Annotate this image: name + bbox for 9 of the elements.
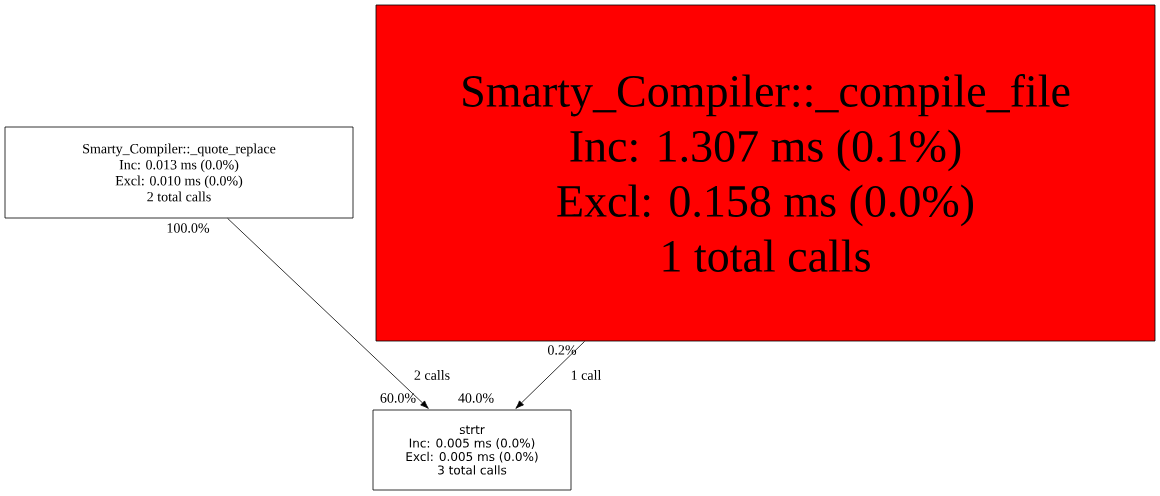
arrow [515,341,585,409]
edge-label: 1 call [569,369,603,381]
percent-label: 60.0% [380,393,416,403]
arrow [227,218,429,409]
function-box: Smarty_Compiler::_quote_replace Inc: 0.013 ms (0.0%) Excl: 0.010 ms (0.0%) 2 total calls [4,126,354,219]
edge-label: 2 calls [412,369,452,381]
function-box: Smarty_Compiler::_compile_file Inc: 1.307 ms (0.1%) Excl: 0.158 ms (0.0%) 1 total calls [375,4,1156,342]
function-box: strtr Inc: 0.005 ms (0.0%) Excl: 0.005 ms (0.0%) 3 total calls [372,409,572,491]
percent-label: 0.2% [547,345,577,355]
